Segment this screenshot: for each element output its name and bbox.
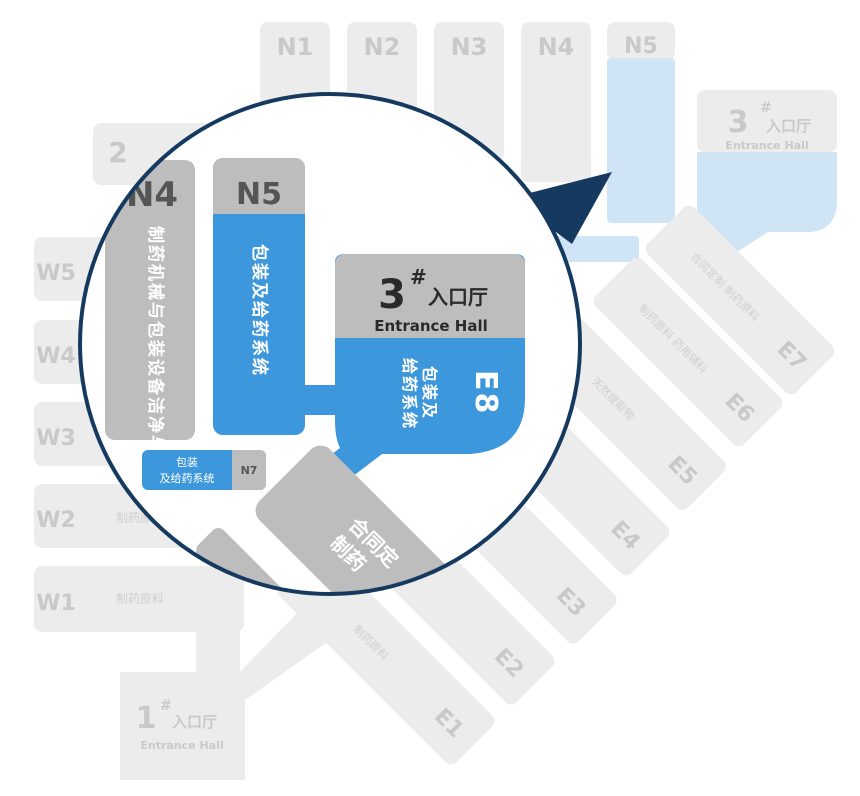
zoom-hall-e8-label-2: 给药系统 [400, 358, 419, 430]
hall-e8-bg[interactable] [697, 152, 837, 268]
entrance-1-cn: 入口厅 [172, 713, 217, 731]
zoom-hall-n4-label: 制药机械与包装设备洁净与环保 [145, 226, 166, 492]
zoom-entrance-3-num: 3 [378, 272, 406, 318]
hall-n1-code: N1 [277, 33, 314, 61]
hall-w4-code: W4 [36, 344, 76, 369]
zoom-entrance-3-en: Entrance Hall [374, 317, 488, 335]
hall-w2-code: W2 [36, 508, 76, 533]
lens-ring [78, 92, 582, 596]
entrance-1-connector [120, 610, 330, 780]
hall-n4[interactable] [521, 22, 591, 182]
zoom-entrance-3-cn: 入口厅 [428, 285, 488, 309]
zoom-hall-n5-label: 包装及给药系统 [249, 244, 270, 377]
zoom-entrance-3-header-fill [335, 320, 525, 338]
zoom-entrance-3-header[interactable] [335, 254, 525, 338]
zoom-hall-n7-label-2: 及给药系统 [160, 472, 215, 485]
zoom-hall-e-contract[interactable] [250, 440, 505, 695]
hall-w5-code: W5 [36, 261, 76, 286]
zoom-hall-n5-code: N5 [236, 177, 282, 212]
entrance-3-bg-num: 3 [728, 105, 749, 140]
hall-e1[interactable] [274, 544, 497, 767]
entrance-3-bg-cn: 入口厅 [766, 117, 811, 135]
hall-e7[interactable] [642, 202, 837, 397]
zoom-hall-n5[interactable] [213, 158, 305, 435]
hall-n4-code: N4 [538, 33, 575, 61]
hall-w1[interactable] [34, 566, 244, 632]
entrance-1-hash: # [160, 698, 172, 714]
entrance-3-bg-box[interactable] [697, 90, 837, 152]
entrance-1-en: Entrance Hall [140, 739, 223, 752]
magnifier-lens: N4 制药机械与包装设备洁净与环保 N5 包装及给药系统 3 # 入口厅 Ent… [78, 92, 582, 695]
zoom-hall-n7-label-1: 包装 [176, 456, 198, 469]
hall-n5[interactable] [607, 22, 675, 60]
hall-n7-bg[interactable] [555, 236, 639, 262]
hall-w1-label: 制药原料 [116, 592, 164, 606]
entrance-2-bg-num: 2 [108, 136, 127, 169]
entrance-1-num: 1 [136, 701, 157, 736]
hall-n2-code: N2 [364, 33, 401, 61]
background-map: N1 N2 N3 N4 N5 3 # 入口厅 Entrance Hall 2 [34, 22, 837, 780]
north-hall-row: N1 N2 N3 N4 N5 [260, 22, 675, 223]
zoom-hall-n4[interactable] [105, 160, 195, 440]
hall-w1-code: W1 [36, 591, 76, 616]
zoom-callout-pointer [510, 172, 612, 244]
entrance-3-bg-en: Entrance Hall [725, 139, 808, 152]
zoom-hall-n5-header-fill [213, 196, 305, 214]
entrance-1: 1 # 入口厅 Entrance Hall [120, 610, 330, 780]
zoom-entrance-3-hash: # [410, 265, 427, 289]
hall-n3-code: N3 [451, 33, 488, 61]
zoom-hall-n7-code: N7 [241, 464, 258, 477]
hall-n5-code: N5 [624, 34, 658, 59]
hall-e6[interactable] [590, 254, 785, 449]
zoom-hall-e8-code: E8 [468, 370, 503, 415]
entrance-3-bg-hash: # [760, 100, 772, 116]
zoom-hall-n7-code-box-fill [232, 450, 244, 490]
entrance-3-background: 3 # 入口厅 Entrance Hall [697, 90, 837, 268]
zoom-hall-e8-label-1: 包装及 [420, 366, 439, 420]
hall-n5-blue[interactable] [607, 58, 675, 223]
hall-w3-code: W3 [36, 426, 76, 451]
